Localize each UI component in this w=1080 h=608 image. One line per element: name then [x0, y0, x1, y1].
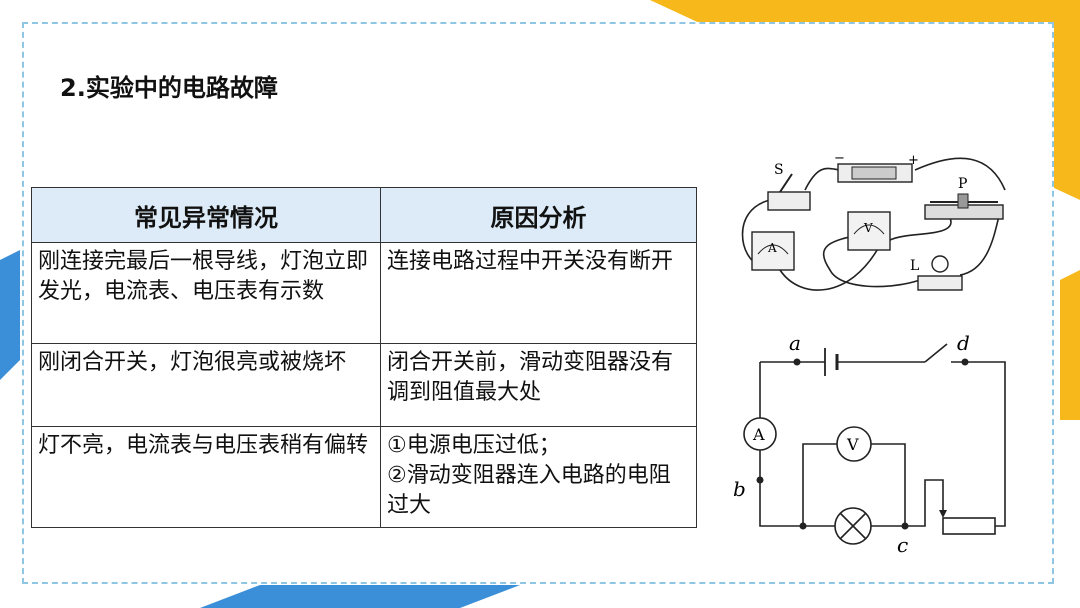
reason-line: ②滑动变阻器连入电路的电阻过大 — [387, 463, 671, 518]
battery-icon: − + — [834, 151, 919, 183]
switch-blade — [924, 343, 948, 363]
blue-left-shape — [0, 250, 20, 380]
reason-cell: ①电源电压过低； ②滑动变阻器连入电路的电阻过大 — [380, 426, 697, 528]
reason-line: ①电源电压过低； — [387, 433, 561, 458]
circuit-schematic: A V a d b c — [733, 331, 1006, 557]
junction-dot — [901, 522, 909, 530]
point-label-d: d — [957, 331, 970, 355]
table-row: 刚连接完最后一根导线，灯泡立即发光，电流表、电压表有示数 连接电路过程中开关没有… — [31, 242, 697, 344]
table-header-row: 常见异常情况 原因分析 — [31, 187, 697, 243]
header-reason: 原因分析 — [380, 187, 697, 243]
wire — [779, 244, 881, 291]
junction-dot — [799, 522, 807, 530]
rheostat-body — [942, 517, 996, 535]
rheostat-icon: P — [924, 176, 1004, 220]
battery-plus-label: + — [908, 153, 919, 168]
apparatus-figure: S − + P A V L — [741, 151, 1006, 291]
junction-dot — [961, 358, 969, 366]
junction-dot — [793, 358, 801, 366]
ammeter-label: A — [767, 241, 777, 255]
voltmeter-symbol: V — [836, 426, 872, 462]
wire — [914, 157, 1006, 191]
table-row: 刚闭合开关，灯泡很亮或被烧坏 闭合开关前，滑动变阻器没有调到阻值最大处 — [31, 343, 697, 427]
situation-cell: 刚闭合开关，灯泡很亮或被烧坏 — [31, 343, 381, 427]
voltmeter-label: V — [863, 221, 873, 235]
blue-bottom-shape — [200, 585, 520, 608]
slider-label: P — [958, 176, 967, 192]
ammeter-symbol: A — [743, 417, 777, 451]
switch-icon: S — [767, 162, 811, 211]
point-label-b: b — [733, 477, 746, 501]
voltmeter-symbol-label: V — [846, 435, 859, 454]
voltmeter-icon: V — [847, 211, 891, 251]
section-title: 2.实验中的电路故障 — [60, 74, 278, 102]
yellow-right-shape — [1060, 270, 1080, 420]
rheostat-slider-arrow — [939, 510, 947, 518]
lamp-symbol — [834, 507, 872, 545]
switch-label: S — [774, 162, 784, 178]
situation-cell: 刚连接完最后一根导线，灯泡立即发光，电流表、电压表有示数 — [31, 242, 381, 344]
lamp-icon: L — [910, 255, 963, 291]
wire — [951, 361, 1006, 527]
table-row: 灯不亮，电流表与电压表稍有偏转 ①电源电压过低； ②滑动变阻器连入电路的电阻过大 — [31, 426, 697, 528]
wire — [959, 211, 1001, 276]
fault-table: 常见异常情况 原因分析 刚连接完最后一根导线，灯泡立即发光，电流表、电压表有示数… — [31, 187, 697, 528]
junction-dot — [756, 476, 764, 484]
situation-cell: 灯不亮，电流表与电压表稍有偏转 — [31, 426, 381, 528]
lamp-label: L — [910, 258, 919, 274]
wire — [871, 443, 906, 526]
wire — [804, 167, 843, 191]
wire — [759, 450, 835, 527]
wire — [905, 479, 944, 527]
point-label-c: c — [897, 533, 908, 557]
reason-cell: 闭合开关前，滑动变阻器没有调到阻值最大处 — [380, 343, 697, 427]
reason-cell: 连接电路过程中开关没有断开 — [380, 242, 697, 344]
ammeter-symbol-label: A — [752, 425, 765, 444]
header-situation: 常见异常情况 — [31, 187, 381, 243]
wire — [802, 443, 837, 526]
battery-minus-label: − — [834, 151, 845, 166]
ammeter-icon: A — [751, 231, 795, 271]
point-label-a: a — [789, 331, 801, 355]
